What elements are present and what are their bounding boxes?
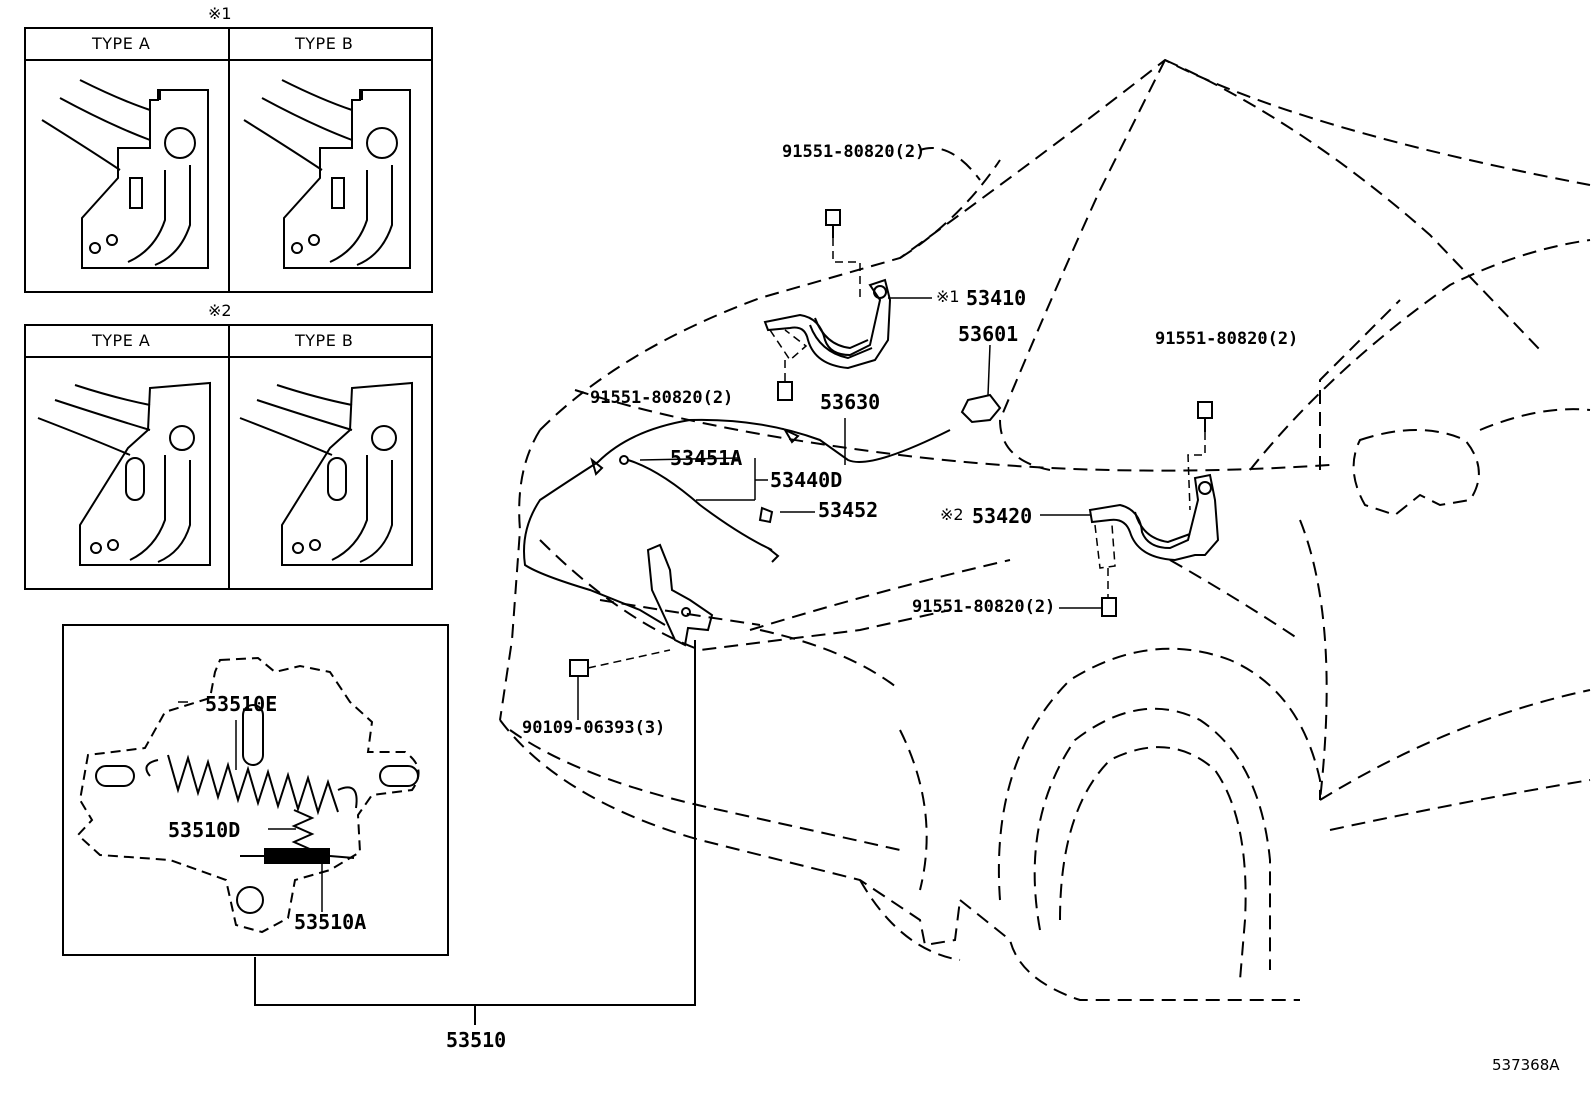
hinge1-type-a-drawing — [41, 79, 209, 269]
callout-latch-spring-d: 53510D — [168, 818, 241, 842]
figure-code: 537368A — [1492, 1056, 1560, 1074]
inset-hinge2 — [24, 324, 433, 590]
callout-bolt-right-top: 91551-80820(2) — [1155, 329, 1299, 349]
inset2-mark: ※2 — [208, 301, 232, 320]
callout-latch-spring-e: 53510E — [205, 692, 278, 716]
inset1-mark: ※1 — [208, 4, 232, 23]
dashed-guides — [587, 238, 1206, 669]
callout-bolt-right-bottom: 91551-80820(2) — [912, 597, 1056, 617]
callout-hinge-rh-mark: ※2 — [940, 505, 964, 524]
latch-part — [646, 543, 714, 647]
callout-release-cable: 53630 — [820, 390, 881, 414]
inset2-type-b-label: TYPE B — [295, 331, 354, 350]
bolts — [569, 209, 1213, 677]
callout-support-rod: 53451A — [670, 446, 743, 470]
hinge-lh-part — [763, 278, 892, 370]
hinge-rh-part — [1088, 473, 1220, 562]
callout-hinge-lh: 53410 — [966, 286, 1027, 310]
callout-rod-holder: 53452 — [818, 498, 879, 522]
callout-hinge-lh-mark: ※1 — [936, 287, 960, 306]
support-rod-part — [619, 455, 780, 563]
car-body — [499, 58, 1591, 1001]
inset-latch — [62, 624, 449, 956]
callout-bolt-left: 91551-80820(2) — [590, 388, 734, 408]
callout-support-assy: 53440D — [770, 468, 843, 492]
inset1-type-b-label: TYPE B — [295, 34, 354, 53]
callout-latch-assy: 53510 — [446, 1028, 507, 1052]
callout-bolt-top: 91551-80820(2) — [782, 142, 926, 162]
hinge2-type-b-drawing — [239, 382, 413, 566]
cushion-part — [960, 393, 1002, 424]
inset2-type-a-label: TYPE A — [92, 331, 151, 350]
hinge2-type-a-drawing — [37, 382, 211, 566]
callout-latch-bolt: 90109-06393(3) — [522, 718, 666, 738]
latch-bracket-line — [254, 640, 696, 1006]
callout-bumper-cushion: 53601 — [958, 322, 1019, 346]
callout-hinge-rh: 53420 — [972, 504, 1033, 528]
callout-latch-sub-a: 53510A — [294, 910, 367, 934]
leader-lines — [577, 297, 1102, 720]
inset-hinge1 — [24, 27, 433, 293]
hinge1-type-b-drawing — [243, 79, 411, 269]
release-cable-part — [523, 418, 951, 626]
inset1-type-a-label: TYPE A — [92, 34, 151, 53]
